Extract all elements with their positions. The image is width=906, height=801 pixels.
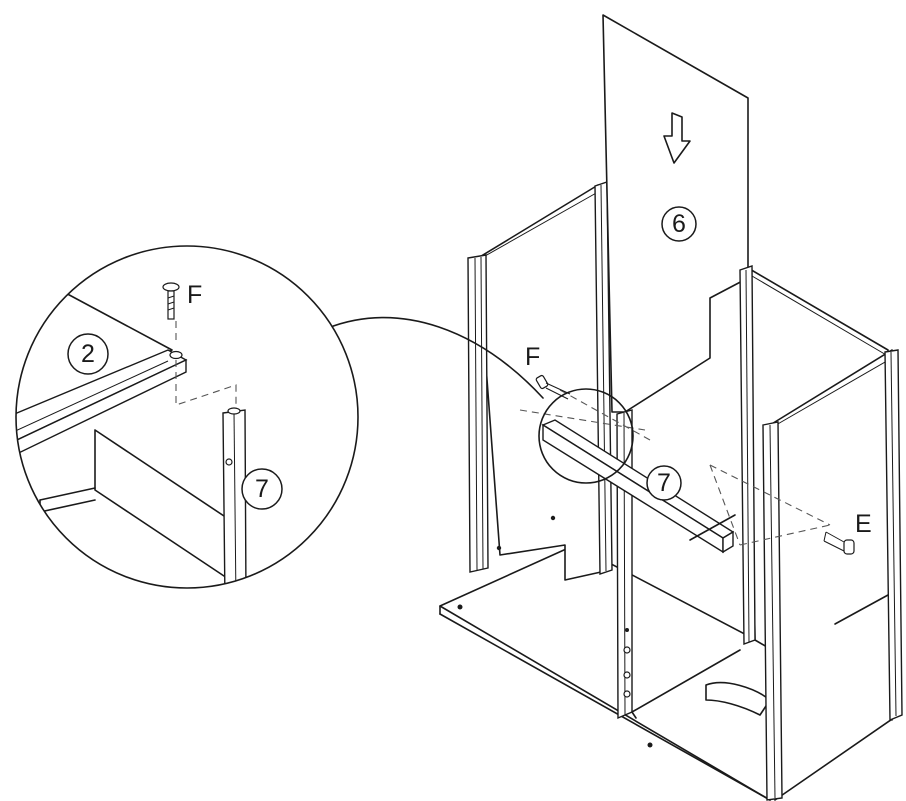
main-assembly: F E 6 7	[439, 14, 903, 801]
screw-f-main	[535, 374, 571, 400]
screw-e	[823, 531, 855, 555]
screw-e-label: E	[855, 510, 872, 538]
detail-leader-line	[327, 316, 544, 399]
detail-view: F 2 7	[15, 245, 359, 589]
zoom-ring	[538, 388, 634, 484]
part-2-callout	[67, 333, 109, 375]
part-7-callout-main	[646, 465, 682, 501]
detail-circle-border	[15, 245, 359, 589]
down-arrow-icon	[663, 112, 691, 164]
part-7-label-detail: 7	[255, 475, 269, 503]
part-2-label: 2	[81, 340, 95, 368]
screw-f-detail	[162, 282, 180, 320]
left-side-post	[467, 254, 489, 573]
screw-f-main-label: F	[525, 343, 540, 371]
part-6-callout	[661, 206, 697, 242]
part-7-callout-detail	[241, 468, 283, 510]
part-6-label: 6	[672, 210, 686, 238]
base-cutout	[705, 681, 771, 716]
screw-f-detail-label: F	[187, 281, 202, 309]
part-7-label-main: 7	[657, 469, 671, 497]
